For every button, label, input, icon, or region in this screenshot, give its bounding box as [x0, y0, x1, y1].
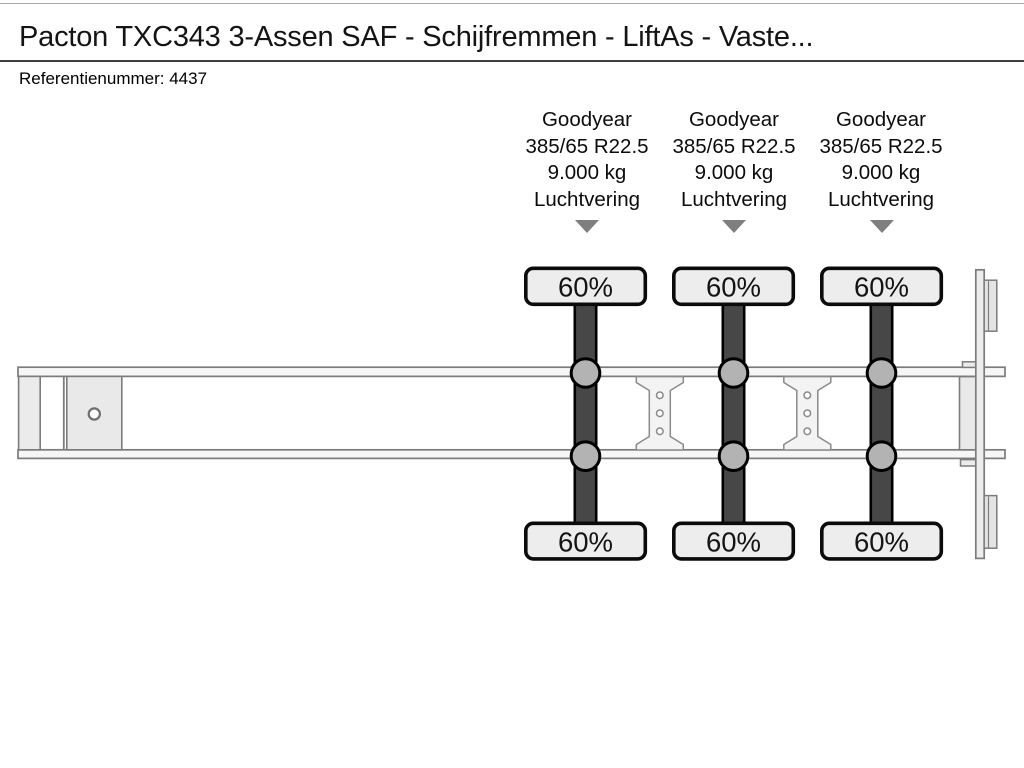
axle-1-pointer-arrow-icon	[575, 220, 599, 233]
crossmember-hole	[655, 391, 664, 400]
axle-1-spec-label: Goodyear 385/65 R22.5 9.000 kg Luchtveri…	[525, 107, 648, 213]
kingpin	[87, 407, 102, 421]
front-end-crossmember	[17, 375, 42, 451]
axle-3-tire-size: 385/65 R22.5	[819, 134, 943, 158]
chassis-top-rail	[17, 366, 1006, 378]
axle-3-tire-box-bottom	[819, 521, 944, 561]
chassis-bottom-rail	[17, 448, 1006, 460]
rear-flap-top	[983, 279, 998, 332]
top-border-line	[0, 3, 1024, 4]
axle-1-tire-box-top	[523, 266, 648, 307]
axle-1-tire-size: 385/65 R22.5	[525, 134, 649, 158]
crossmember-hole	[803, 391, 812, 400]
crossmember-hole	[655, 409, 664, 418]
crossmember-2	[783, 375, 832, 451]
crossmember-1	[635, 375, 685, 451]
axle-2-tire-box-bottom	[671, 521, 796, 561]
axle-1-bellow-rear	[569, 440, 602, 473]
axle-2-suspension: Luchtvering	[681, 187, 787, 211]
axle-1-brand: Goodyear	[541, 108, 633, 131]
axle-2-pointer-arrow-icon	[722, 220, 746, 233]
axle-3-bellow-rear	[865, 440, 898, 473]
crossmember-hole	[655, 427, 664, 436]
axle-3-tire-box-top	[819, 266, 944, 307]
axle-2-tire-box-top	[671, 266, 796, 307]
reference-number: Referentienummer: 4437	[19, 69, 208, 88]
rear-end-assembly	[958, 268, 998, 560]
axle-3-load: 9.000 kg	[841, 161, 921, 185]
axle-2-spec-label: Goodyear 385/65 R22.5 9.000 kg Luchtveri…	[672, 107, 795, 213]
axle-1-tire-box-bottom	[523, 521, 648, 561]
axle-3-suspension: Luchtvering	[828, 187, 934, 211]
axle-1-suspension: Luchtvering	[534, 187, 640, 211]
axle-2-bar	[721, 301, 746, 526]
axle-2-tread-bottom: 60%	[706, 526, 761, 557]
axle-3-tread-bottom: 60%	[854, 526, 909, 557]
axle-1-bar	[573, 301, 598, 526]
crossmember-hole	[803, 409, 812, 418]
title-separator	[0, 60, 1024, 63]
axle-1-tread-bottom: 60%	[558, 526, 613, 557]
page-title: Pacton TXC343 3-Assen SAF - Schijfremmen…	[19, 21, 814, 53]
axle-2-load: 9.000 kg	[694, 161, 774, 185]
axle-3-bellow-front	[865, 357, 898, 389]
axle-3-tread-top: 60%	[854, 272, 909, 303]
axle-2-tread-top: 60%	[706, 272, 761, 303]
axle-2-brand: Goodyear	[688, 108, 780, 131]
axle-3-spec-label: Goodyear 385/65 R22.5 9.000 kg Luchtveri…	[819, 107, 942, 213]
rear-bumper-bar	[974, 268, 986, 560]
rear-step-top	[961, 361, 977, 369]
axle-2-bellow-rear	[717, 440, 750, 473]
axle-1-bellow-front	[569, 357, 602, 389]
axle-3-brand: Goodyear	[835, 108, 927, 131]
axle-3-pointer-arrow-icon	[870, 220, 894, 233]
axle-2-bellow-front	[717, 357, 750, 389]
axle-3-bar	[869, 301, 894, 526]
axle-2-tire-size: 385/65 R22.5	[672, 134, 796, 158]
axle-1-tread-top: 60%	[558, 272, 613, 303]
crossmember-hole	[803, 427, 812, 436]
axle-1-load: 9.000 kg	[547, 161, 627, 185]
rear-flap-bottom	[983, 494, 998, 549]
rear-step-bottom	[959, 458, 977, 467]
